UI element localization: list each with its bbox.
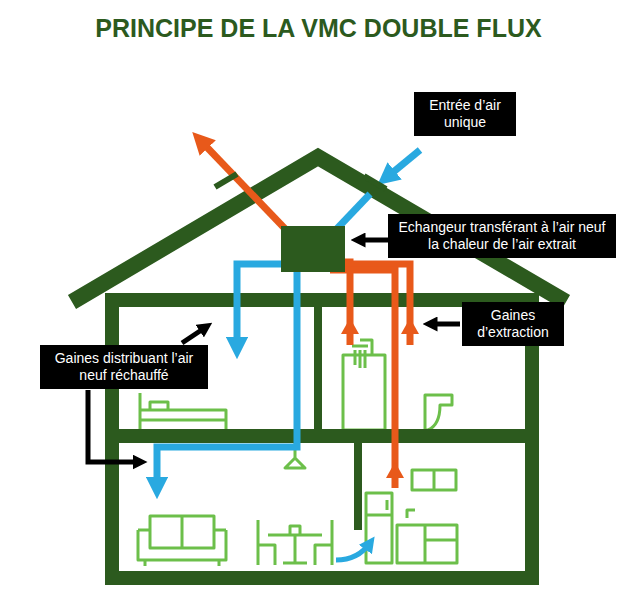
roof-vents bbox=[215, 174, 386, 189]
upper-wall bbox=[314, 300, 322, 436]
cabinet bbox=[412, 470, 456, 490]
shower-head bbox=[352, 340, 372, 368]
orange-duct-3 bbox=[330, 270, 395, 488]
arrowhead bbox=[401, 318, 419, 334]
callout-text: Gaines distribuant l’air neuf réchauffé bbox=[48, 350, 200, 384]
arrowhead bbox=[386, 462, 404, 478]
arrowhead bbox=[341, 318, 359, 334]
blue-duct-upper bbox=[237, 264, 300, 348]
stove bbox=[407, 510, 457, 563]
leader-distribution-down bbox=[88, 390, 140, 462]
callout-text: Echangeur transférant à l’air neuf la ch… bbox=[396, 219, 608, 253]
callout-box: Gaines distribuant l’air neuf réchauffé bbox=[40, 345, 208, 389]
cabinet-split bbox=[433, 470, 436, 490]
door-airflow bbox=[336, 543, 370, 560]
leader-distribution-up bbox=[182, 327, 206, 343]
toilet bbox=[425, 395, 452, 433]
lower-wall bbox=[354, 436, 362, 530]
heat-exchanger bbox=[281, 226, 345, 272]
bed bbox=[140, 393, 226, 432]
vent-left bbox=[215, 174, 237, 187]
sofa bbox=[138, 516, 226, 566]
vent-right bbox=[364, 176, 386, 189]
fridge bbox=[366, 493, 392, 563]
exhaust-out bbox=[200, 140, 292, 236]
callout-box: Gaines d’extraction bbox=[462, 302, 564, 346]
table-chairs bbox=[258, 520, 332, 565]
leader-exchanger bbox=[358, 238, 388, 243]
callout-text: Gaines d’extraction bbox=[470, 307, 556, 341]
diagram-title: PRINCIPE DE LA VMC DOUBLE FLUX bbox=[0, 14, 637, 43]
leader-extraction bbox=[430, 322, 460, 327]
duct-arrowheads bbox=[341, 318, 419, 478]
fresh-in-arrow bbox=[386, 150, 420, 178]
callout-text: Entrée d’air unique bbox=[422, 97, 508, 131]
callout-box: Entrée d’air unique bbox=[414, 92, 516, 136]
callout-box: Echangeur transférant à l’air neuf la ch… bbox=[388, 214, 616, 258]
fridge-door bbox=[366, 500, 392, 515]
counter bbox=[397, 525, 457, 563]
